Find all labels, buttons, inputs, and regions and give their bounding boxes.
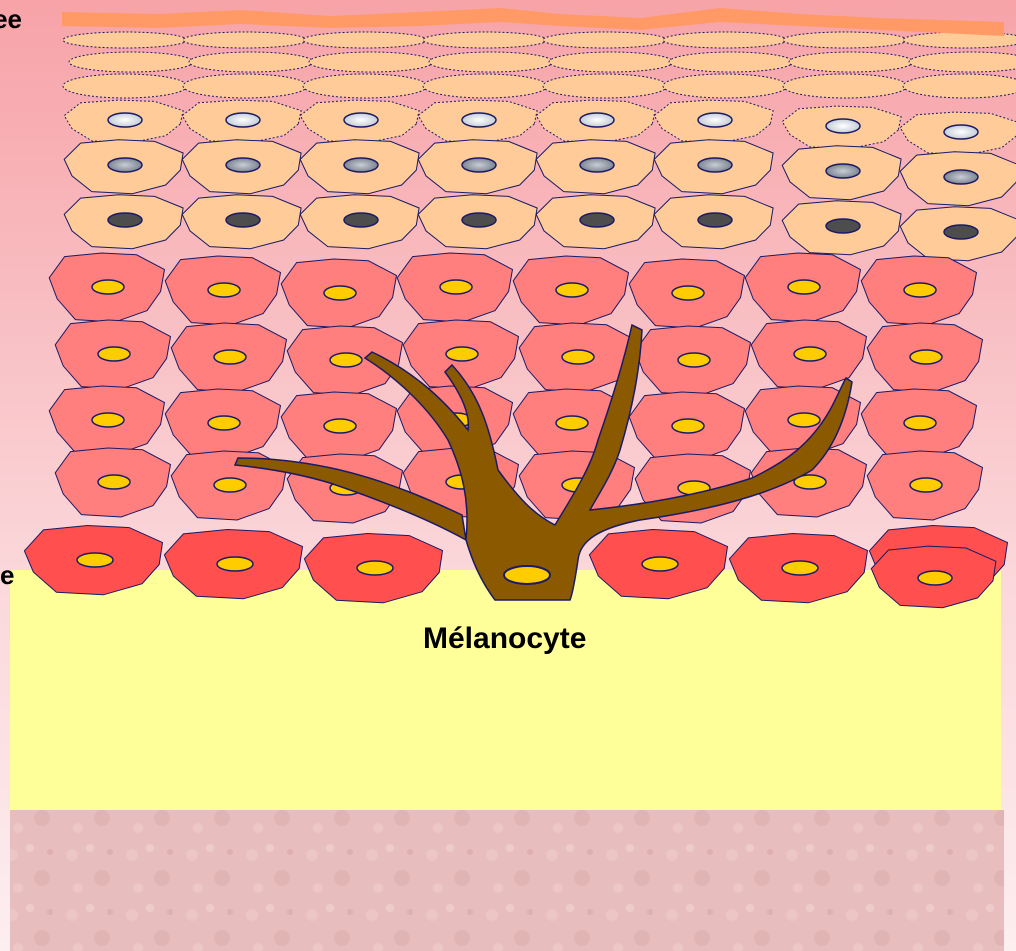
cell-nucleus [440, 280, 472, 294]
cell-nucleus [672, 419, 704, 433]
flat-cell [303, 32, 427, 48]
cell-nucleus [910, 478, 942, 492]
flat-cell [543, 74, 667, 98]
flat-cell [309, 52, 433, 72]
flat-cell [903, 74, 1016, 98]
melanocyte-nucleus [504, 566, 550, 584]
cell-nucleus [108, 213, 142, 227]
cell-nucleus [446, 347, 478, 361]
cell-nucleus [330, 353, 362, 367]
cell-nucleus [214, 478, 246, 492]
flat-cell [423, 32, 547, 48]
cell-nucleus [944, 225, 978, 239]
cell-nucleus [826, 219, 860, 233]
cell-nucleus [698, 213, 732, 227]
flat-cell [909, 52, 1016, 72]
cell-nucleus [678, 353, 710, 367]
flat-cell [189, 52, 313, 72]
flat-cell [429, 52, 553, 72]
flat-cell [303, 74, 427, 98]
cell-nucleus [918, 571, 952, 585]
cell-nucleus [92, 280, 124, 294]
flat-cell [549, 52, 673, 72]
flat-cell [423, 74, 547, 98]
cell-nucleus [208, 283, 240, 297]
cell-nucleus [562, 350, 594, 364]
flat-cell [663, 32, 787, 48]
cell-nucleus [672, 286, 704, 300]
cell-nucleus [77, 553, 113, 567]
cell-nucleus [580, 213, 614, 227]
cell-nucleus [462, 213, 496, 227]
flat-cell [783, 74, 907, 98]
flat-cell [663, 74, 787, 98]
cell-nucleus [344, 158, 378, 172]
cell-nucleus [580, 113, 614, 127]
cell-nucleus [580, 158, 614, 172]
cell-nucleus [108, 113, 142, 127]
cell-nucleus [788, 413, 820, 427]
cut-off-layer-label-top: ee [0, 4, 22, 35]
cell-nucleus [556, 283, 588, 297]
cell-nucleus [698, 113, 732, 127]
cell-nucleus [904, 416, 936, 430]
dermis-band [10, 570, 1001, 810]
flat-cell [789, 52, 913, 72]
cell-nucleus [782, 561, 818, 575]
cell-nucleus [944, 125, 978, 139]
cell-nucleus [357, 561, 393, 575]
flat-cell [669, 52, 793, 72]
flat-cell [783, 32, 907, 48]
cell-nucleus [98, 475, 130, 489]
cell-nucleus [788, 280, 820, 294]
cell-nucleus [826, 164, 860, 178]
flat-cell [63, 32, 187, 48]
cell-nucleus [826, 119, 860, 133]
cell-nucleus [98, 347, 130, 361]
cell-nucleus [904, 283, 936, 297]
melanocyte-label: Mélanocyte [423, 622, 586, 656]
cell-nucleus [344, 213, 378, 227]
flat-cell [63, 74, 187, 98]
cell-nucleus [344, 113, 378, 127]
cell-nucleus [226, 113, 260, 127]
cell-nucleus [108, 158, 142, 172]
cell-nucleus [462, 158, 496, 172]
cell-nucleus [698, 158, 732, 172]
cell-nucleus [226, 213, 260, 227]
cell-nucleus [556, 416, 588, 430]
flat-cell [183, 74, 307, 98]
flat-cell [69, 52, 193, 72]
cell-nucleus [324, 286, 356, 300]
flat-cell [183, 32, 307, 48]
cell-nucleus [324, 419, 356, 433]
cut-off-layer-label-mid: e [0, 560, 22, 591]
dermis-lower [10, 810, 1004, 951]
cell-nucleus [944, 170, 978, 184]
cell-nucleus [910, 350, 942, 364]
cell-nucleus [214, 350, 246, 364]
cell-nucleus [642, 557, 678, 571]
cell-nucleus [462, 113, 496, 127]
stratum-corneum [62, 8, 1004, 36]
cell-nucleus [217, 557, 253, 571]
flat-cell [543, 32, 667, 48]
cell-nucleus [794, 347, 826, 361]
cell-nucleus [208, 416, 240, 430]
cell-nucleus [92, 413, 124, 427]
cell-nucleus [226, 158, 260, 172]
